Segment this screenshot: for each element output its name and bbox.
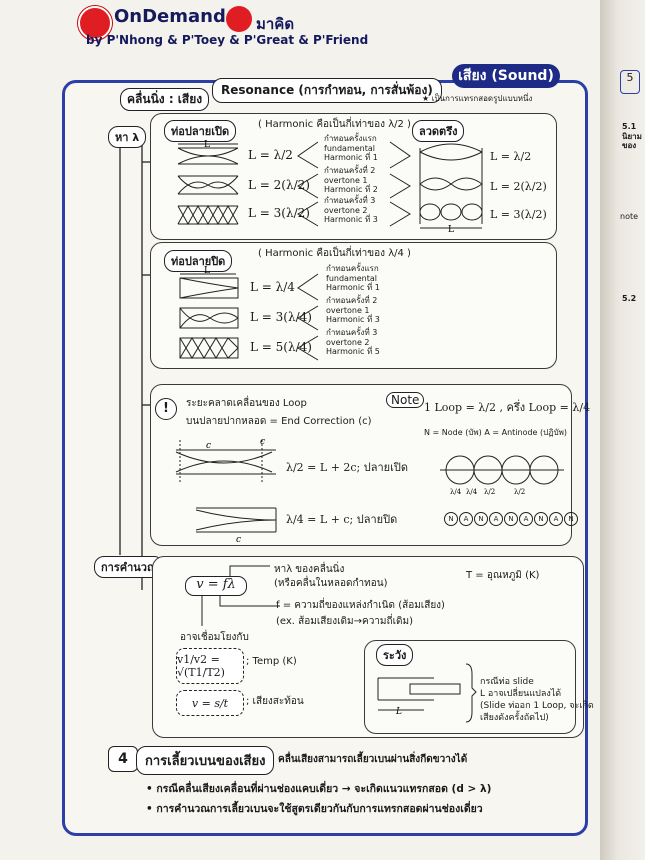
closed-pipe-eq-2: L = 3(λ/4) — [250, 310, 312, 324]
c-label-right: c — [260, 437, 265, 447]
end-correction-line-1: ระยะคลาดเคลื่อนของ Loop — [186, 398, 307, 409]
end-correction-diagram: c c c — [175, 437, 277, 545]
svg-text:λ/4: λ/4 — [450, 488, 462, 496]
node-row: N A N A N A N A N — [444, 512, 578, 526]
f-note-2: (ex. ส้อมเสียงเดิม→ความถี่เดิม) — [276, 616, 413, 627]
right-page-note: note — [620, 212, 639, 221]
temp-note: T = อุณหภูมิ (K) — [466, 570, 540, 581]
next-page-edge: 5 5.1 นิยามของ note 5.2 — [600, 0, 645, 860]
svg-text:λ/4: λ/4 — [466, 488, 478, 496]
loop-diagram: λ/4 λ/4 λ/2 λ/2 — [440, 455, 564, 496]
node-marker: N — [504, 512, 518, 526]
string-eq-1: L = λ/2 — [490, 150, 532, 163]
formula-v-f-lambda: v = fλ — [185, 576, 247, 596]
string-eq-2: L = 2(λ/2) — [490, 180, 547, 193]
antinode-marker: A — [459, 512, 473, 526]
note-tag: Note — [386, 392, 425, 408]
node-marker: N — [444, 512, 458, 526]
c-label-bottom: c — [236, 535, 241, 545]
note-text: 1 Loop = λ/2 , ครึ่ง Loop = λ/4 — [424, 401, 591, 414]
antinode-marker: A — [549, 512, 563, 526]
open-pipe-eq-2: L = 2(λ/2) — [248, 178, 310, 192]
c-label-left: c — [206, 441, 211, 451]
right-page-subheading: 5.2 — [622, 294, 637, 303]
right-logo-text: มาคิด — [256, 15, 295, 33]
section-title: เสียง (Sound) — [452, 64, 560, 88]
node-marker: N — [564, 512, 578, 526]
lambda-note-1: หาλ ของคลื่นนิ่ง — [274, 564, 345, 575]
antinode-marker: A — [489, 512, 503, 526]
node-marker: N — [534, 512, 548, 526]
open-pipe-eq-1: L = λ/2 — [248, 148, 293, 162]
byline: by P'Nhong & P'Toey & P'Great & P'Friend — [86, 33, 369, 47]
open-pipe-diagram: L L — [177, 140, 483, 235]
string-eq-3: L = 3(λ/2) — [490, 208, 547, 221]
open-pipe-desc: ( Harmonic คือเป็นกี่เท่าของ λ/2 ) — [258, 119, 411, 130]
calc-arrows — [201, 565, 280, 626]
note-legend: N = Node (บัพ) A = Antinode (ปฏิบัพ) — [424, 428, 568, 437]
right-page-heading: 5.1 นิยามของ — [622, 122, 642, 150]
svg-text:L: L — [395, 707, 402, 717]
string-tag: ลวดตรึง — [412, 120, 465, 142]
end-correction-eq-open: λ/2 = L + 2c; ปลายเปิด — [286, 461, 408, 474]
relate-label: อาจเชื่อมโยงกับ — [180, 632, 249, 643]
closed-pipe-tag: ท่อปลายปิด — [164, 250, 233, 272]
lambda-note-2: (หรือคลื่นในหลอดกำทอน) — [274, 578, 388, 589]
closed-pipe-eq-3: L = 5(λ/4) — [250, 340, 312, 354]
svg-text:L: L — [204, 140, 210, 150]
svg-text:L: L — [448, 225, 454, 235]
section4-bullet-1: • กรณีคลื่นเสียงเคลื่อนที่ผ่านช่องแคบเดี… — [146, 783, 492, 795]
echo-formula: v = s/t — [176, 690, 244, 716]
svg-text:λ/2: λ/2 — [514, 488, 525, 496]
find-lambda-label: หา λ — [108, 126, 147, 148]
open-pipe-tag: ท่อปลายเปิด — [164, 120, 237, 142]
svg-text:λ/2: λ/2 — [484, 488, 495, 496]
echo-label: ; เสียงสะท้อน — [246, 696, 304, 707]
section4-subtitle: คลื่นเสียงสามารถเลี้ยวเบนผ่านสิ่งกีดขวาง… — [278, 754, 468, 765]
svg-text:L: L — [204, 266, 210, 276]
ondemand-logo-icon — [78, 6, 112, 40]
section-number: 4 — [108, 746, 138, 772]
closed-pipe-eq-1: L = λ/4 — [250, 280, 295, 294]
topic-note: ★ เป็นการแทรกสอดรูปแบบหนึ่ง — [422, 94, 533, 103]
section4-bullet-2: • การคำนวณการเลี้ยวเบนจะใช้สูตรเดียวกันก… — [146, 803, 483, 815]
warning-icon: ! — [155, 398, 177, 420]
open-pipe-eq-3: L = 3(λ/2) — [248, 206, 310, 220]
temp-formula: v1/v2 = √(T1/T2) — [176, 648, 244, 684]
end-correction-line-2: บนปลายปากหลอด = End Correction (c) — [186, 416, 372, 427]
antinode-marker: A — [519, 512, 533, 526]
node-marker: N — [474, 512, 488, 526]
closed-pipe-diagram: L — [179, 266, 319, 361]
caution-tag: ระวัง — [376, 644, 414, 666]
mahidol-logo-icon — [226, 6, 252, 32]
brand-name: OnDemand — [114, 6, 226, 27]
right-page-number: 5 — [620, 70, 640, 94]
end-correction-eq-closed: λ/4 = L + c; ปลายปิด — [286, 513, 398, 526]
section4-title: การเลี้ยวเบนของเสียง — [136, 746, 275, 775]
slide-tube-diagram: L — [377, 663, 477, 723]
closed-pipe-desc: ( Harmonic คือเป็นกี่เท่าของ λ/4 ) — [258, 248, 411, 259]
topic-label: คลื่นนิ่ง : เสียง — [120, 88, 210, 111]
topic-title: Resonance (การกำทอน, การสั่นพ้อง) — [212, 78, 442, 103]
temp-label: ; Temp (K) — [246, 656, 297, 667]
f-note-1: f = ความถี่ของแหล่งกำเนิด (ส้อมเสียง) — [276, 600, 445, 611]
